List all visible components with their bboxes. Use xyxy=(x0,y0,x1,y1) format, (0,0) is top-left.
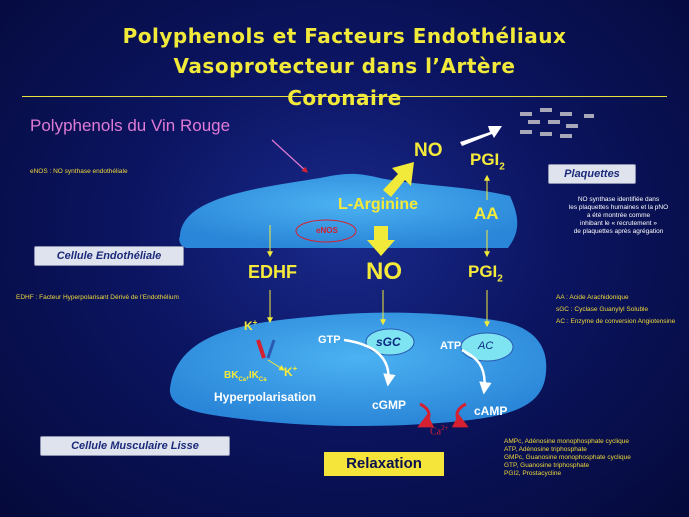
channel-label: BKCa,IKCa xyxy=(224,370,267,383)
gtp-to-cgmp-arrow xyxy=(343,338,396,387)
ik-sub: Ca xyxy=(258,377,267,383)
l-arginine-label: L-Arginine xyxy=(338,196,418,213)
glossary-line: GTP, Guanosine triphosphate xyxy=(504,462,590,469)
ac-note: AC : Enzyme de conversion Angiotensine xyxy=(556,318,676,325)
ca2-sup: 2+ xyxy=(441,424,449,432)
platelet-note-line: NO synthase identifiée dans xyxy=(577,196,660,203)
platelets xyxy=(520,108,594,138)
glossary-line: AMPc, Adénosine monophosphate cyclique xyxy=(504,438,630,445)
edhf-note: EDHF : Facteur Hyperpolarisant Dérivé de… xyxy=(16,294,179,301)
title-line-3: Coronaire xyxy=(287,86,402,110)
atp-label: ATP xyxy=(440,340,462,352)
enos-label: eNOS xyxy=(316,226,338,235)
atp-to-camp-arrow xyxy=(461,348,492,395)
platelet-note: NO synthase identifiée dans les plaquett… xyxy=(548,196,689,236)
k-sup: + xyxy=(292,364,298,373)
glossary-line: GMPc, Guanosine monophosphate cyclique xyxy=(504,454,631,461)
glossary-line: ATP, Adénosine triphosphate xyxy=(504,446,587,453)
ca2-text: Ca xyxy=(430,426,442,438)
platelet-note-line: inhibant le « recrutement » xyxy=(580,220,657,227)
pgi2-top-sub: 2 xyxy=(499,161,505,173)
glossary-line: PGI2, Prostacycline xyxy=(504,470,562,477)
platelet-note-line: a été montrée comme xyxy=(586,212,651,219)
enos-note: eNOS : NO synthase endothéliale xyxy=(30,168,128,175)
platelet-note-line: de plaquettes après agrégation xyxy=(573,228,664,235)
ca2-label: Ca2+ xyxy=(430,424,449,437)
endothelial-cell-shape xyxy=(179,173,518,248)
aa-label: AA xyxy=(474,204,499,223)
pgi2-mid-label: PGI2 xyxy=(468,262,503,284)
ca-arrow-left xyxy=(417,402,435,428)
ac-ellipse xyxy=(460,332,514,362)
glossary: AMPc, Adénosine monophosphate cyclique A… xyxy=(504,438,689,478)
k-plus-top: K+ xyxy=(244,318,257,333)
k-efflux-arrow xyxy=(267,359,286,371)
relaxation-box: Relaxation xyxy=(324,452,444,476)
k-sup: + xyxy=(252,318,258,327)
title-line-2: Vasoprotecteur dans l’Artère xyxy=(173,54,516,78)
smooth-muscle-cell-shape xyxy=(169,312,547,426)
no-up-arrow xyxy=(383,162,414,197)
platelet-arrow xyxy=(460,126,502,146)
plaquettes-box: Plaquettes xyxy=(548,164,636,184)
enos-oval xyxy=(295,219,357,243)
pgi2-mid-sub: 2 xyxy=(497,273,503,285)
k-channel-right xyxy=(266,339,276,359)
endothelial-cell-box: Cellule Endothéliale xyxy=(34,246,184,266)
ik-text: IK xyxy=(248,370,259,381)
smooth-muscle-cell-box: Cellule Musculaire Lisse xyxy=(40,436,230,456)
k-plus-out: K+ xyxy=(284,364,297,379)
title-line-1: Polyphenols et Facteurs Endothéliaux xyxy=(122,24,567,48)
title-rule xyxy=(22,96,667,97)
k-channel-left xyxy=(256,339,266,359)
pgi2-top-label: PGI2 xyxy=(470,150,505,172)
no-down-arrow xyxy=(367,226,395,256)
no-top-label: NO xyxy=(414,140,443,161)
bk-sub: Ca xyxy=(238,377,247,383)
camp-label: cAMP xyxy=(474,404,508,418)
cgmp-label: cGMP xyxy=(372,398,407,412)
pgi2-mid-text: PGI xyxy=(468,262,498,281)
edhf-label: EDHF xyxy=(248,262,297,282)
k-text: K xyxy=(284,365,293,379)
platelet-note-line: les plaquettes humaines et la pNO xyxy=(568,204,669,211)
polyphenols-arrow xyxy=(271,139,308,173)
sgc-label: sGC xyxy=(376,335,401,349)
aa-note: AA : Acide Arachidonique xyxy=(556,294,629,301)
sgc-note: sGC : Cyclase Guanylyl Soluble xyxy=(556,306,649,313)
ca-arrow-right xyxy=(451,402,469,428)
polyphenols-label: Polyphenols du Vin Rouge xyxy=(30,116,231,135)
gtp-label: GTP xyxy=(318,334,341,346)
pgi2-top-text: PGI xyxy=(470,150,500,169)
no-mid-label: NO xyxy=(366,258,402,285)
bk-text: BK xyxy=(224,370,239,381)
k-text: K xyxy=(244,319,253,333)
hyperpolarisation-label: Hyperpolarisation xyxy=(214,390,317,404)
ac-label: AC xyxy=(478,340,494,352)
sgc-ellipse xyxy=(365,328,415,356)
